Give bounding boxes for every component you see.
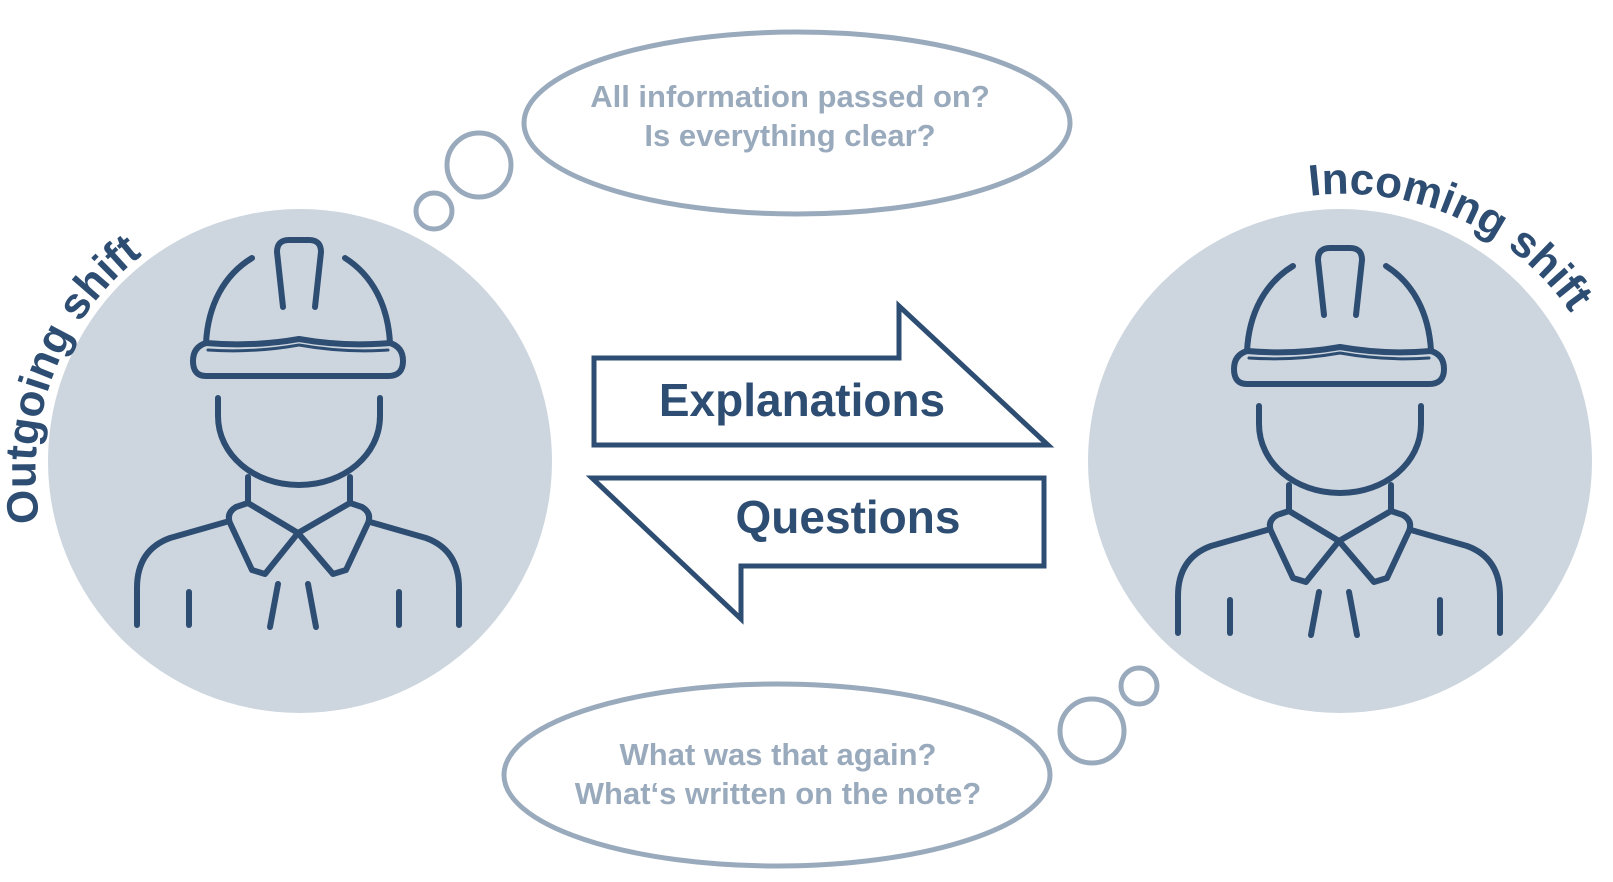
outgoing-worker-circle (48, 209, 552, 713)
bottom-thought-line-1: What was that again? (620, 737, 937, 772)
thought-bubble-ellipse (521, 29, 1073, 217)
incoming-worker-icon (1175, 245, 1503, 638)
questions-arrow (585, 475, 1047, 625)
explanations-label: Explanations (659, 374, 945, 426)
thought-dot-large (1057, 696, 1127, 766)
incoming-worker-circle (1088, 209, 1592, 713)
outgoing-worker-icon (134, 237, 462, 630)
thought-dot-small (413, 190, 455, 232)
thought-dot-large (444, 130, 514, 200)
top-thought-line-1: All information passed on? (590, 79, 990, 114)
top-thought-line-2: Is everything clear? (644, 118, 935, 153)
thought-dot-small (1118, 665, 1160, 707)
explanations-arrow (591, 300, 1055, 448)
questions-label: Questions (736, 491, 961, 543)
thought-bubble-ellipse (501, 681, 1053, 869)
bottom-thought-bubble (501, 665, 1160, 869)
bottom-thought-line-2: What‘s written on the note? (575, 776, 981, 811)
top-thought-bubble (413, 29, 1073, 232)
